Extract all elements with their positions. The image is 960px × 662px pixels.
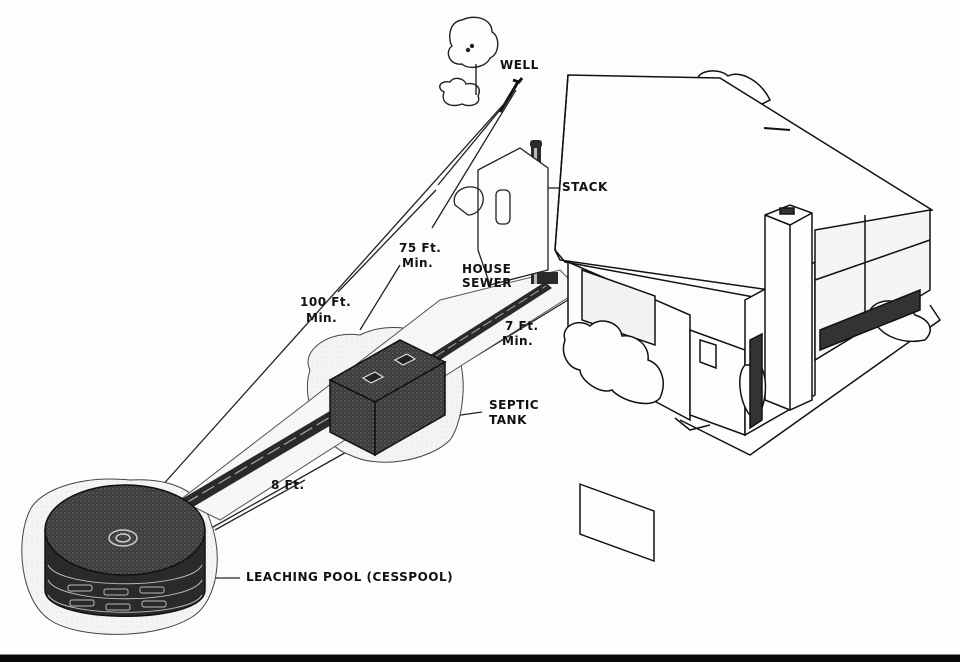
house-rear-wing: [453, 147, 549, 286]
house-sewer-label-line2: SEWER: [462, 276, 513, 290]
leaching-pool: [44, 484, 206, 617]
distance-7ft-label-line1: 7 Ft.: [505, 319, 539, 333]
septic-tank: [328, 339, 447, 457]
stack-label: STACK: [562, 180, 608, 194]
well-label: WELL: [500, 58, 539, 72]
house: [554, 70, 942, 563]
distance-8ft-label: 8 Ft.: [271, 478, 305, 492]
house-sewer-label-line1: HOUSE: [462, 262, 512, 276]
distance-75ft-label-line1: 75 Ft.: [399, 241, 442, 255]
bottom-border: [0, 654, 960, 662]
tree-icon: [439, 16, 499, 107]
leaching-pool-label: LEACHING POOL (CESSPOOL): [246, 570, 454, 584]
septic-tank-label-line2: TANK: [489, 413, 527, 427]
pipe-house-to-tank: [430, 282, 552, 362]
distance-100ft-label-line1: 100 Ft.: [300, 295, 352, 309]
distance-7ft-label-line2: Min.: [502, 334, 534, 348]
pipe-tank-to-pool: [180, 405, 348, 510]
septic-tank-label-line1: SEPTIC: [489, 398, 540, 412]
distance-100ft-label-line2: Min.: [306, 311, 338, 325]
well-icon: [498, 77, 524, 113]
distance-75ft-label-line2: Min.: [402, 256, 434, 270]
